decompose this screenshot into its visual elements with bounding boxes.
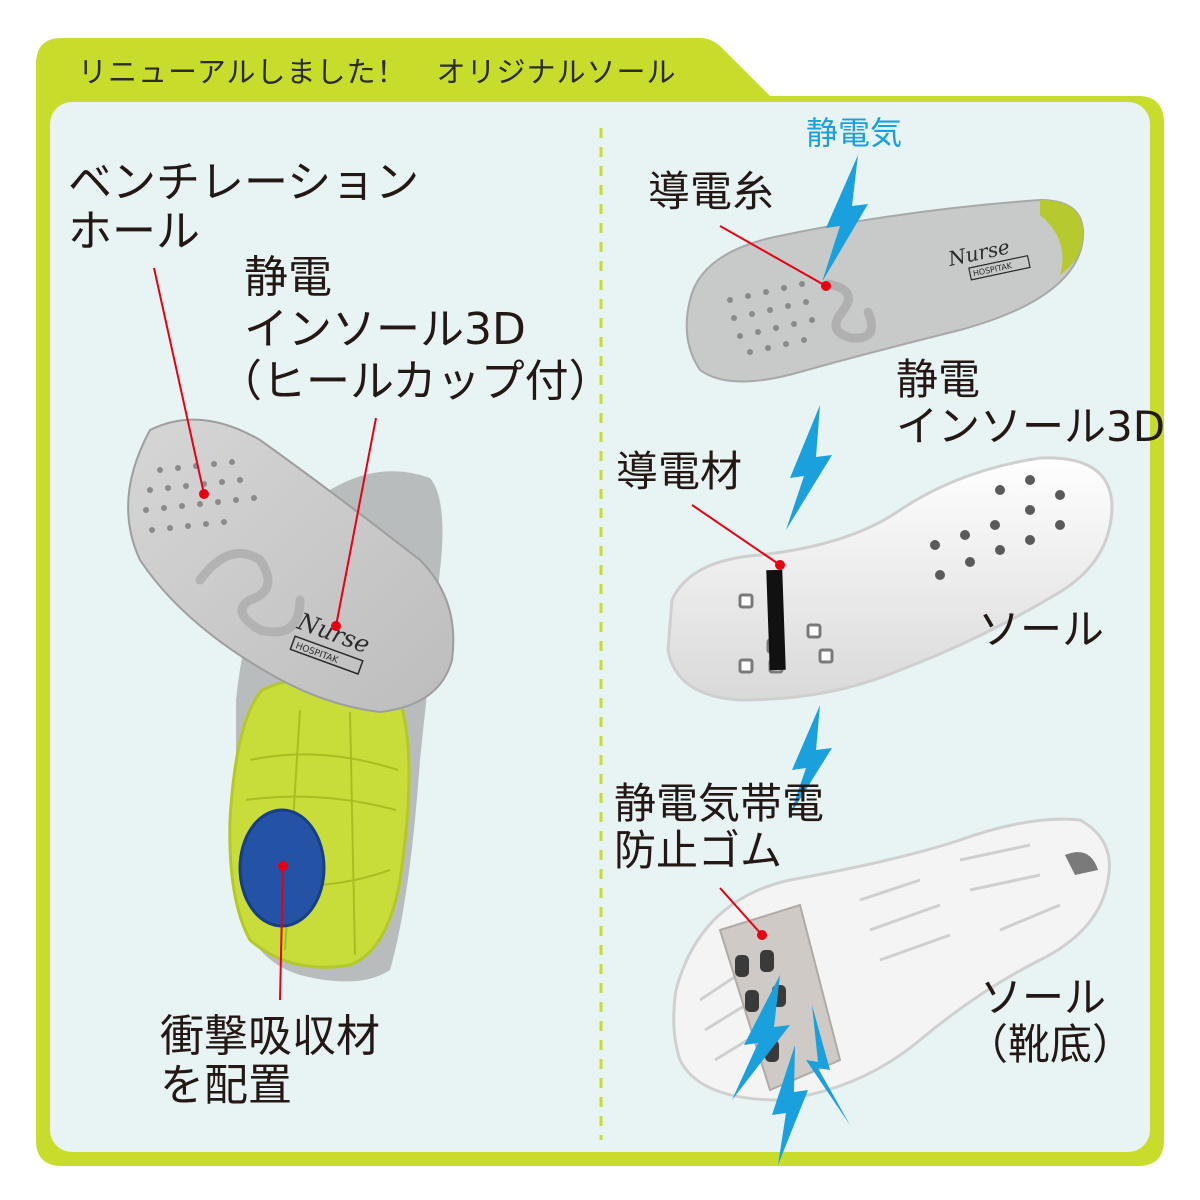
bolt-bottom-3	[806, 1005, 850, 1125]
left-insole-illustration: Nurse HOSPITAK	[127, 418, 455, 982]
label-antistatic-rubber-line2: 防止ゴム	[614, 826, 783, 876]
label-insole-right-line1: 静電	[896, 355, 981, 404]
label-shock: 衝撃吸収材 を配置	[160, 1012, 380, 1111]
label-antistatic-rubber-line1: 静電気帯電	[614, 779, 825, 828]
label-antistatic-rubber: 静電気帯電 防止ゴム	[614, 780, 824, 874]
leader-lines	[153, 225, 831, 1001]
vent-holes-right	[727, 281, 815, 355]
right-insole: Nurse HOSPITAK	[685, 198, 1085, 383]
label-insole-left-line2: インソール3D	[244, 303, 526, 355]
label-shock-line1: 衝撃吸収材	[160, 1011, 380, 1062]
label-conductive-material: 導電材	[616, 447, 743, 496]
label-insole-right: 静電 インソール3D	[896, 356, 1165, 450]
bolt-mid-1	[786, 405, 832, 530]
thread-emboss-left	[195, 548, 305, 637]
bolt-bottom-2	[772, 1045, 808, 1165]
right-midsole	[666, 456, 1114, 702]
label-ventilation: ベンチレーション ホール	[68, 158, 419, 257]
midsole-holes	[930, 475, 1065, 580]
bolt-top	[822, 155, 868, 282]
label-ventilation-line1: ベンチレーション	[68, 157, 420, 208]
label-ventilation-line2: ホール	[68, 206, 200, 258]
thread-emboss-right	[823, 279, 876, 343]
label-outsole: ソール （靴底）	[966, 974, 1134, 1068]
label-outsole-line2: （靴底）	[966, 1020, 1135, 1070]
label-insole-left-line1: 静電	[244, 252, 332, 303]
label-shock-line2: を配置	[160, 1060, 292, 1112]
label-static-electricity: 静電気	[806, 114, 903, 152]
label-insole-right-line2: インソール3D	[896, 402, 1166, 452]
label-conductive-thread: 導電糸	[648, 167, 775, 216]
lightning-bolts	[732, 155, 868, 1165]
bolt-bottom-1	[732, 975, 790, 1100]
label-insole-left: 静電 インソール3D （ヒールカップ付）	[218, 252, 613, 408]
top-insole	[127, 418, 455, 714]
label-outsole-line1: ソール	[980, 973, 1107, 1022]
conductive-strip	[766, 569, 786, 671]
label-insole-left-line3: （ヒールカップ付）	[218, 355, 613, 407]
brand-sub-box	[289, 635, 364, 675]
bolt-mid-2	[790, 705, 832, 815]
tab-title: リニューアルしました！ オリジナルソール	[78, 55, 677, 89]
label-sole: ソール	[978, 605, 1105, 654]
